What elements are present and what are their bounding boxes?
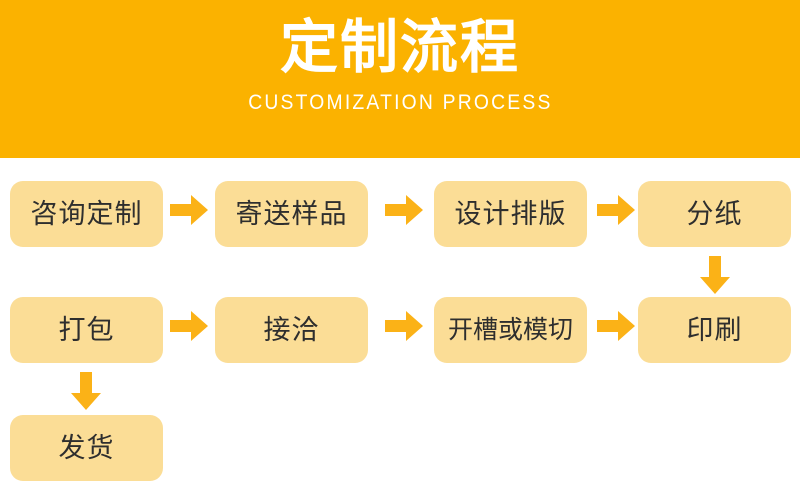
process-step-send-sample[interactable]: 寄送样品	[215, 181, 368, 247]
process-step-label: 打包	[58, 314, 115, 345]
arrow-right-icon	[597, 195, 635, 225]
arrow-right-icon	[597, 311, 635, 341]
process-step-label: 发货	[58, 432, 115, 463]
process-step-consult-customization[interactable]: 咨询定制	[10, 181, 163, 247]
process-step-design-layout[interactable]: 设计排版	[434, 181, 587, 247]
process-step-slotting-or-die-cutting[interactable]: 开槽或模切	[434, 297, 587, 363]
arrow-right-icon	[385, 195, 423, 225]
process-step-paper-splitting[interactable]: 分纸	[638, 181, 791, 247]
process-step-liaison[interactable]: 接洽	[215, 297, 368, 363]
process-step-label: 设计排版	[454, 198, 567, 229]
process-step-packing[interactable]: 打包	[10, 297, 163, 363]
process-step-label: 接洽	[263, 314, 320, 345]
arrow-down-icon	[71, 372, 101, 410]
process-step-label: 寄送样品	[235, 198, 348, 229]
arrow-down-icon	[700, 256, 730, 294]
process-step-printing[interactable]: 印刷	[638, 297, 791, 363]
process-step-shipping[interactable]: 发货	[10, 415, 163, 481]
arrow-right-icon	[170, 195, 208, 225]
process-step-label: 开槽或模切	[447, 315, 573, 344]
header-banner: 定制流程 CUSTOMIZATION PROCESS	[0, 0, 800, 158]
process-flow-diagram: 咨询定制 寄送样品 设计排版 分纸	[0, 158, 800, 498]
process-step-label: 分纸	[686, 198, 743, 229]
process-step-label: 咨询定制	[30, 198, 143, 229]
arrow-right-icon	[385, 311, 423, 341]
page-subtitle: CUSTOMIZATION PROCESS	[247, 90, 553, 114]
arrow-right-icon	[170, 311, 208, 341]
process-step-label: 印刷	[686, 314, 743, 345]
page-title: 定制流程	[279, 15, 520, 80]
